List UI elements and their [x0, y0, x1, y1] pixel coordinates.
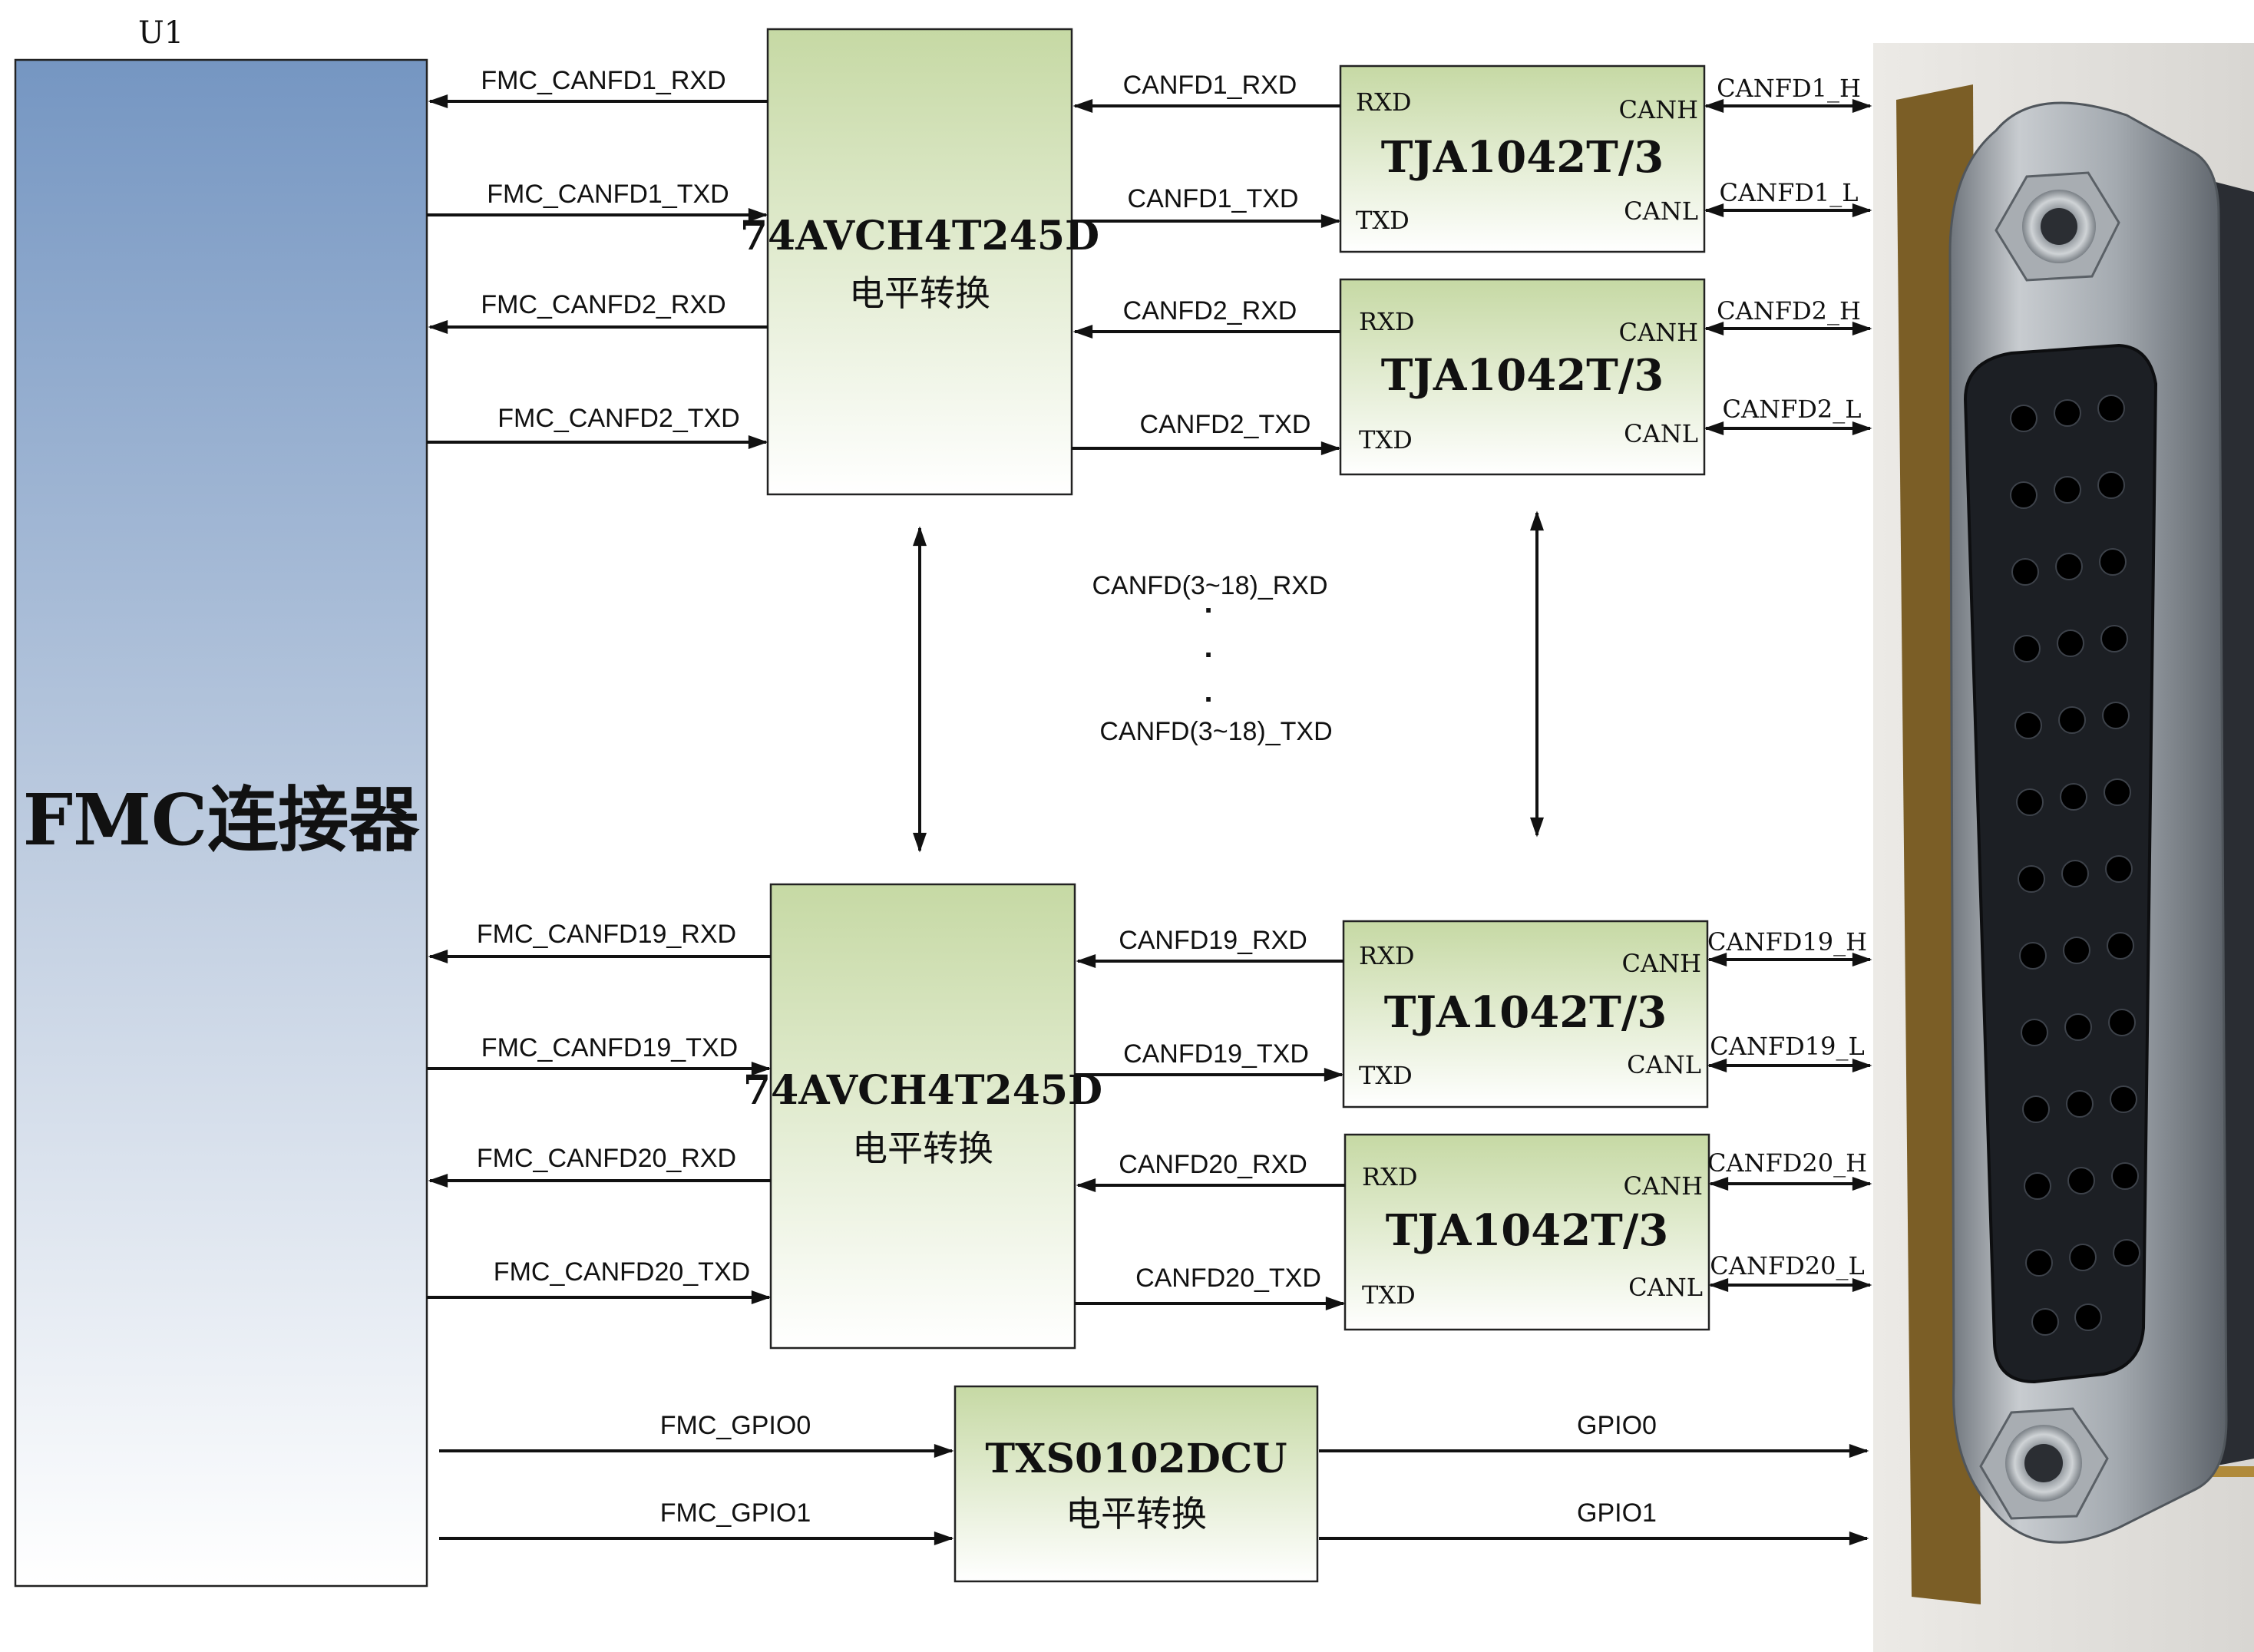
db-connector-photo	[1873, 43, 2254, 1652]
label-canfd-3-18-rxd: CANFD(3~18)_RXD	[1092, 571, 1327, 600]
label-fmc-gpio1: FMC_GPIO1	[660, 1498, 811, 1528]
label-canfd19-txd: CANFD19_TXD	[1123, 1039, 1309, 1069]
label-canfd19-h: CANFD19_H	[1707, 927, 1867, 957]
level-shifter-1-part: 74AVCH4T245D	[740, 213, 1099, 259]
label-canfd20-txd: CANFD20_TXD	[1135, 1264, 1321, 1293]
ellipsis-dot-2: .	[1204, 630, 1212, 664]
bottom-hex-nut	[1979, 1407, 2109, 1520]
transceiver-3: RXD CANH TJA1042T/3 TXD CANL	[1342, 920, 1709, 1108]
label-fmc-canfd20-rxd: FMC_CANFD20_RXD	[477, 1144, 736, 1173]
transceiver-2-canh-pin: CANH	[1619, 318, 1699, 347]
label-fmc-canfd19-txd: FMC_CANFD19_TXD	[481, 1033, 738, 1062]
label-fmc-canfd19-rxd: FMC_CANFD19_RXD	[477, 920, 736, 949]
pin-holes	[2010, 395, 2140, 1336]
transceiver-3-part: TJA1042T/3	[1384, 987, 1667, 1038]
label-fmc-canfd2-txd: FMC_CANFD2_TXD	[497, 404, 739, 433]
level-shifter-1-block	[766, 28, 1073, 496]
gpio-shifter-desc: 电平转换	[1066, 1493, 1207, 1535]
transceiver-4-rxd-pin: RXD	[1362, 1162, 1418, 1191]
transceiver-4-canl-pin: CANL	[1628, 1273, 1703, 1302]
transceiver-3-block	[1342, 920, 1709, 1108]
wires-group-1: FMC_CANFD1_RXD FMC_CANFD1_TXD FMC_CANFD2…	[427, 66, 768, 449]
label-canfd20-rxd: CANFD20_RXD	[1119, 1150, 1307, 1179]
ellipsis-dot-1: .	[1204, 586, 1212, 620]
label-fmc-canfd2-rxd: FMC_CANFD2_RXD	[481, 290, 725, 319]
level-shifter-2-desc: 电平转换	[852, 1128, 993, 1169]
transceiver-1-block	[1339, 64, 1706, 253]
can-bus-outputs: CANFD1_H CANFD1_L CANFD2_H CANFD2_L CANF…	[1704, 74, 1872, 1292]
label-canfd1-txd: CANFD1_TXD	[1128, 184, 1299, 213]
transceiver-2-part: TJA1042T/3	[1381, 350, 1664, 401]
label-canfd1-h: CANFD1_H	[1717, 74, 1861, 103]
gpio-shifter-part: TXS0102DCU	[985, 1436, 1287, 1482]
transceiver-4-txd-pin: TXD	[1362, 1280, 1416, 1310]
transceiver-1-part: TJA1042T/3	[1381, 132, 1664, 183]
level-shifter-1: 74AVCH4T245D 电平转换	[740, 28, 1099, 496]
transceiver-2-canl-pin: CANL	[1624, 419, 1698, 448]
label-canfd1-rxd: CANFD1_RXD	[1123, 71, 1297, 100]
transceiver-2-txd-pin: TXD	[1359, 425, 1413, 454]
label-fmc-gpio0: FMC_GPIO0	[660, 1411, 811, 1440]
wires-group-2: CANFD1_RXD CANFD1_TXD CANFD2_RXD CANFD2_…	[1072, 71, 1341, 455]
transceiver-2-rxd-pin: RXD	[1359, 307, 1415, 336]
label-fmc-canfd20-txd: FMC_CANFD20_TXD	[494, 1257, 750, 1287]
gpio-wires: FMC_GPIO0 FMC_GPIO1 GPIO0 GPIO1	[439, 1411, 1869, 1545]
wires-group-4: CANFD19_RXD CANFD19_TXD CANFD20_RXD CANF…	[1075, 926, 1346, 1310]
label-gpio1: GPIO1	[1577, 1498, 1657, 1528]
transceiver-3-canl-pin: CANL	[1627, 1050, 1701, 1079]
transceiver-1-txd-pin: TXD	[1356, 206, 1410, 235]
gpio-shifter-block	[953, 1385, 1319, 1583]
transceiver-2-block	[1339, 278, 1706, 476]
fmc-title: FMC连接器	[23, 778, 420, 861]
top-hex-nut	[1995, 171, 2120, 282]
label-canfd20-l: CANFD20_L	[1710, 1251, 1864, 1280]
label-fmc-canfd1-rxd: FMC_CANFD1_RXD	[481, 66, 725, 95]
gpio-shifter: TXS0102DCU 电平转换	[953, 1385, 1319, 1583]
label-canfd2-txd: CANFD2_TXD	[1140, 410, 1311, 439]
label-canfd20-h: CANFD20_H	[1707, 1148, 1867, 1178]
transceiver-1-canh-pin: CANH	[1619, 95, 1699, 124]
level-shifter-1-desc: 电平转换	[849, 273, 990, 314]
label-canfd2-rxd: CANFD2_RXD	[1123, 296, 1297, 325]
transceiver-3-canh-pin: CANH	[1622, 949, 1702, 978]
connector-body	[1963, 343, 2158, 1384]
wires-group-3: FMC_CANFD19_RXD FMC_CANFD19_TXD FMC_CANF…	[427, 920, 772, 1304]
transceiver-4: RXD CANH TJA1042T/3 TXD CANL	[1343, 1133, 1710, 1331]
label-canfd2-l: CANFD2_L	[1722, 395, 1861, 424]
label-canfd-3-18-txd: CANFD(3~18)_TXD	[1099, 717, 1332, 746]
ellipsis-dot-3: .	[1204, 675, 1212, 709]
transceiver-3-txd-pin: TXD	[1359, 1061, 1413, 1090]
transceiver-3-rxd-pin: RXD	[1359, 941, 1415, 970]
transceiver-4-block	[1343, 1133, 1710, 1331]
label-fmc-canfd1-txd: FMC_CANFD1_TXD	[487, 180, 729, 209]
level-shifter-2-block	[769, 883, 1076, 1350]
label-canfd19-l: CANFD19_L	[1710, 1032, 1864, 1061]
level-shifter-2-part: 74AVCH4T245D	[743, 1067, 1102, 1114]
fmc-ref-label: U1	[138, 15, 183, 51]
label-canfd2-h: CANFD2_H	[1717, 296, 1861, 325]
transceiver-1-rxd-pin: RXD	[1356, 88, 1412, 117]
label-gpio0: GPIO0	[1577, 1411, 1657, 1440]
fmc-connector: U1 FMC连接器	[14, 15, 428, 1588]
continuation: CANFD(3~18)_RXD . . . CANFD(3~18)_TXD	[913, 510, 1544, 853]
level-shifter-2: 74AVCH4T245D 电平转换	[743, 883, 1102, 1350]
transceiver-4-canh-pin: CANH	[1624, 1171, 1704, 1201]
transceiver-1: RXD CANH TJA1042T/3 TXD CANL	[1339, 64, 1706, 253]
label-canfd1-l: CANFD1_L	[1719, 178, 1858, 207]
transceiver-2: RXD CANH TJA1042T/3 TXD CANL	[1339, 278, 1706, 476]
transceiver-4-part: TJA1042T/3	[1386, 1205, 1669, 1256]
fmc-block	[14, 58, 428, 1588]
transceiver-1-canl-pin: CANL	[1624, 197, 1698, 226]
label-canfd19-rxd: CANFD19_RXD	[1119, 926, 1307, 955]
